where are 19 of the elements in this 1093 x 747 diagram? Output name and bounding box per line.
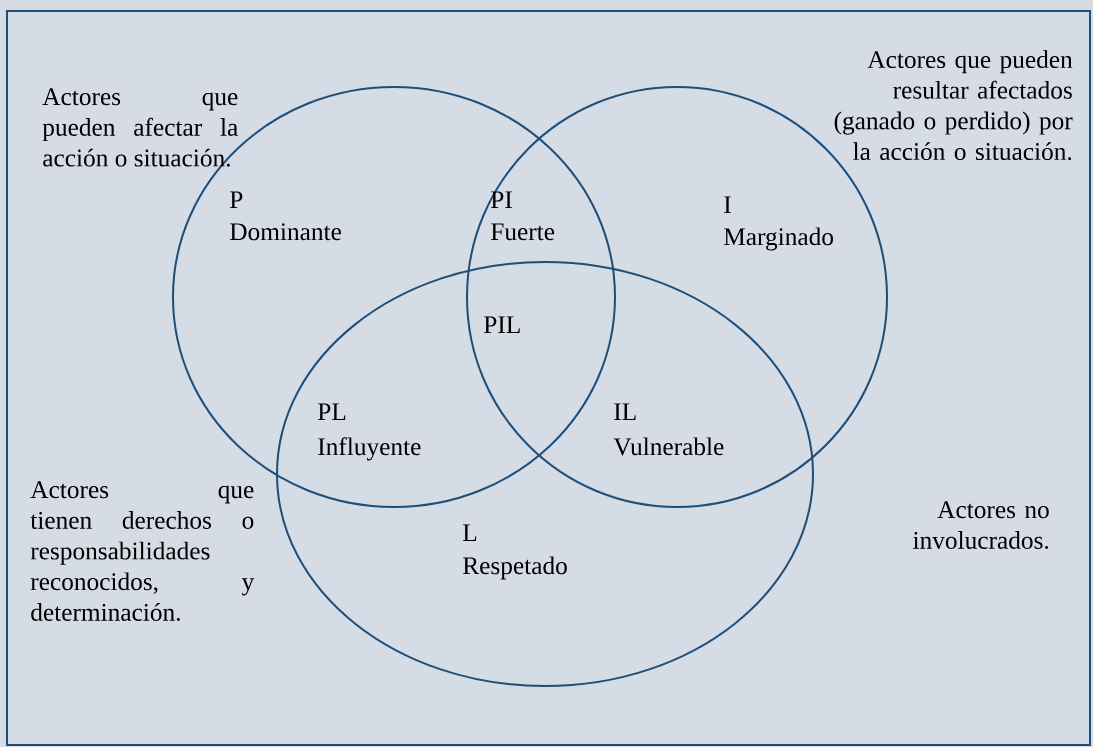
region-label: PI [491, 191, 512, 208]
region-label: Vulnerable [613, 437, 724, 456]
region-label: Dominante [230, 223, 341, 241]
region-label: Marginado [724, 227, 833, 251]
description-text: Actores que pueden resultar afectados (ganado o perdido) por la acción o situación. [834, 50, 1073, 161]
description-text: Actores que tienen derechos o responsabilidades reconocidos, y determinación. [30, 481, 255, 621]
region-label: IL [614, 403, 636, 420]
region-label: Influyente [318, 437, 421, 461]
description-text: Actores que pueden afectar la acción o situación. [42, 88, 238, 167]
region-label: L [463, 524, 477, 541]
region-label: Fuerte [491, 223, 555, 241]
region-label: Respetado [463, 556, 567, 580]
region-label: I [724, 196, 731, 213]
region-label: PIL [484, 316, 520, 333]
description-text: Actores no involucrados. [913, 501, 1049, 549]
frame-box [6, 10, 1091, 746]
venn-ellipse [276, 261, 814, 687]
region-label: P [230, 191, 243, 208]
region-label: PL [318, 403, 346, 420]
